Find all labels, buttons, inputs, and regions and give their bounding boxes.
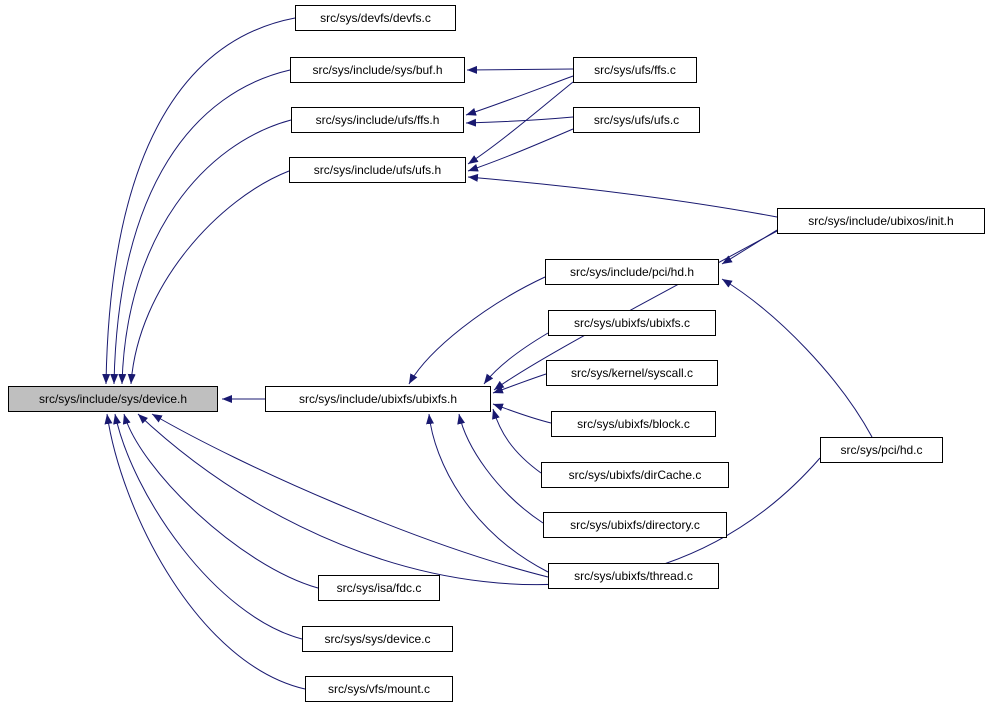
node-device-c[interactable]: src/sys/sys/device.c	[302, 626, 453, 652]
edge-buf_h-device_h	[110, 69, 291, 385]
node-dircache-c[interactable]: src/sys/ubixfs/dirCache.c	[541, 462, 729, 488]
edge-ffs_h-device_h	[118, 119, 292, 385]
edge-ffs_c-ffs_h	[465, 75, 574, 116]
node-mount-c[interactable]: src/sys/vfs/mount.c	[305, 676, 453, 702]
edge-thread_c-device_h	[151, 413, 549, 578]
edge-syscall_c-ubixfs_h	[492, 373, 547, 394]
node-hd-c[interactable]: src/sys/pci/hd.c	[820, 437, 943, 463]
edge-ufs_h-device_h	[127, 170, 290, 385]
node-ffs-c[interactable]: src/sys/ufs/ffs.c	[573, 57, 697, 83]
edge-hd_h-ubixfs_h	[408, 276, 546, 385]
edge-block_c-ubixfs_h	[492, 403, 552, 424]
edge-init_h-hd_h	[721, 229, 778, 265]
node-ufs-h[interactable]: src/sys/include/ufs/ufs.h	[289, 157, 466, 183]
node-init-h[interactable]: src/sys/include/ubixos/init.h	[777, 208, 985, 234]
node-ubixfs-c[interactable]: src/sys/ubixfs/ubixfs.c	[548, 310, 716, 336]
node-block-c[interactable]: src/sys/ubixfs/block.c	[551, 411, 716, 437]
node-ffs-h[interactable]: src/sys/include/ufs/ffs.h	[291, 107, 464, 133]
edge-hd_c-hd_h	[721, 278, 873, 438]
edge-hd_c-device_h	[137, 413, 821, 586]
node-syscall-c[interactable]: src/sys/kernel/syscall.c	[546, 360, 718, 386]
edge-dirCache_c-ubixfs_h	[492, 408, 542, 474]
edge-ufs_c-ufs_h	[467, 128, 574, 172]
edge-device_c-device_h	[113, 413, 303, 640]
node-fdc-c[interactable]: src/sys/isa/fdc.c	[318, 575, 440, 601]
node-directory-c[interactable]: src/sys/ubixfs/directory.c	[543, 512, 727, 538]
edge-init_h-ufs_h	[467, 173, 778, 218]
edge-devfs_c-device_h	[102, 17, 296, 385]
node-thread-c[interactable]: src/sys/ubixfs/thread.c	[548, 563, 719, 589]
edge-ffs_c-ufs_h	[467, 81, 574, 165]
node-device-h[interactable]: src/sys/include/sys/device.h	[8, 386, 218, 412]
node-ufs-c[interactable]: src/sys/ufs/ufs.c	[573, 107, 700, 133]
edge-mount_c-device_h	[104, 413, 306, 690]
edge-ufs_c-ffs_h	[465, 116, 574, 127]
node-devfs-c[interactable]: src/sys/devfs/devfs.c	[295, 5, 456, 31]
edge-thread_c-ubixfs_h	[426, 413, 549, 573]
node-hd-h[interactable]: src/sys/include/pci/hd.h	[545, 259, 719, 285]
edge-ffs_c-buf_h	[466, 65, 574, 74]
edge-ubixfs_c-ubixfs_h	[483, 332, 549, 385]
node-buf-h[interactable]: src/sys/include/sys/buf.h	[290, 57, 465, 83]
edge-directory_c-ubixfs_h	[457, 413, 544, 524]
node-ubixfs-h[interactable]: src/sys/include/ubixfs/ubixfs.h	[265, 386, 491, 412]
edge-fdc_c-device_h	[122, 413, 319, 589]
